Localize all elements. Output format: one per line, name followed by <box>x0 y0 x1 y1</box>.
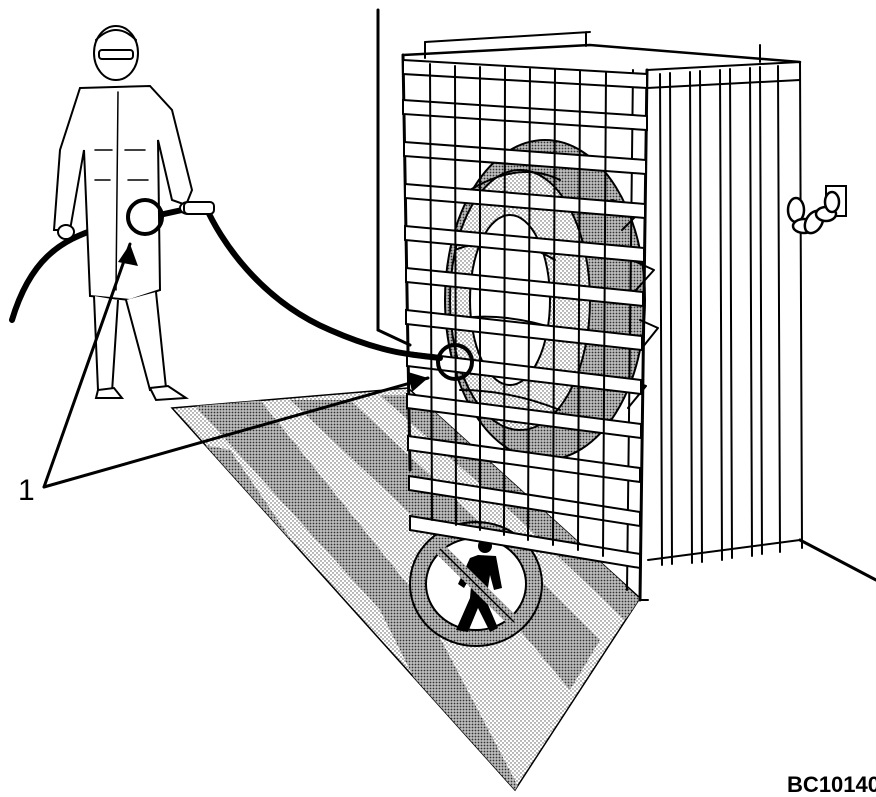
figure-reference-code: BC10140 <box>787 774 876 796</box>
callout-label: 1 <box>18 476 35 506</box>
technician-figure <box>54 26 214 400</box>
inflation-hose <box>12 205 440 358</box>
chain-icon <box>788 192 839 236</box>
